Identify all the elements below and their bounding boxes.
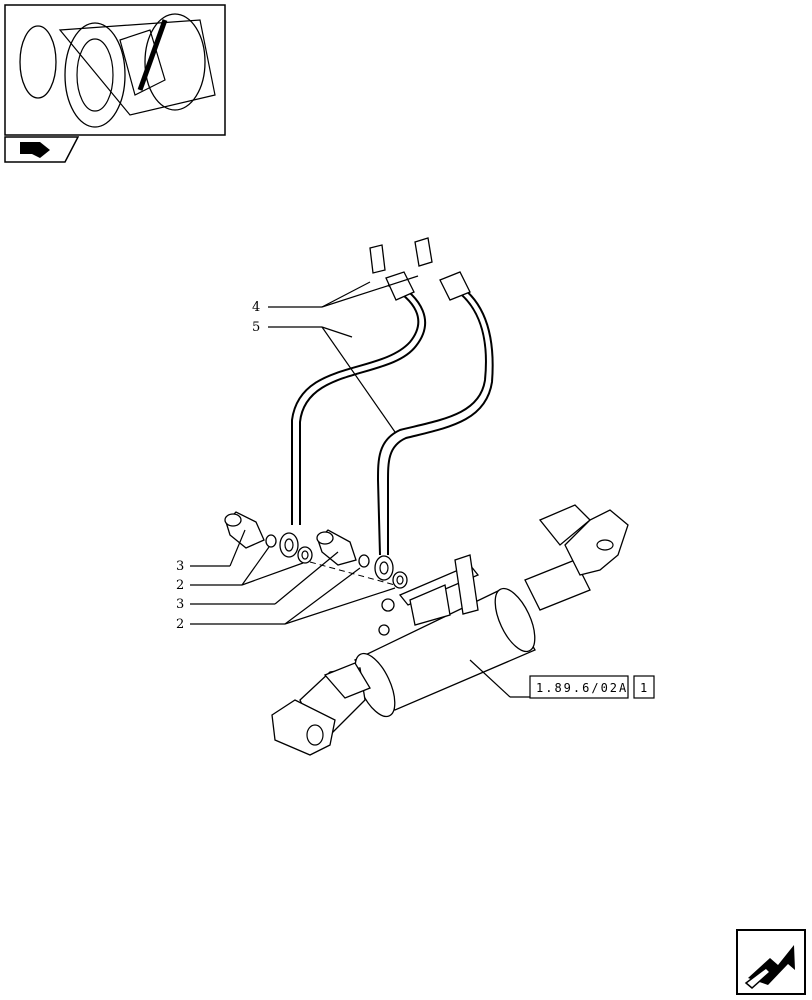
hydraulic-top-link-cylinder (271, 504, 629, 756)
reference-link[interactable]: 1.89.6/02A 1 (529, 675, 655, 699)
callout-leaders (190, 275, 530, 698)
location-pointer (137, 19, 168, 91)
reference-box[interactable] (529, 675, 629, 699)
tractor-wheel-icon (19, 13, 216, 128)
reference-suffix: 1 (640, 681, 649, 695)
tractor-thumbnail (4, 4, 226, 163)
sealing-washer-b (358, 554, 408, 589)
callout-3-screw-b: 3 (176, 597, 184, 612)
callout-4: 4 (252, 300, 260, 315)
callout-2-washer-a: 2 (176, 578, 184, 593)
section-arrow-icon[interactable] (4, 136, 80, 163)
hose-left (279, 244, 427, 558)
reference-suffix-box[interactable] (633, 675, 655, 699)
next-page-arrow-icon[interactable] (736, 929, 806, 995)
callout-3-screw-a: 3 (176, 559, 184, 574)
hose-right (374, 237, 494, 581)
reference-code: 1.89.6/02A (536, 681, 628, 695)
callout-2-washer-b: 2 (176, 617, 184, 632)
sealing-washer-a (265, 534, 313, 564)
banjo-screw-b (316, 529, 357, 566)
callout-5: 5 (252, 320, 260, 335)
